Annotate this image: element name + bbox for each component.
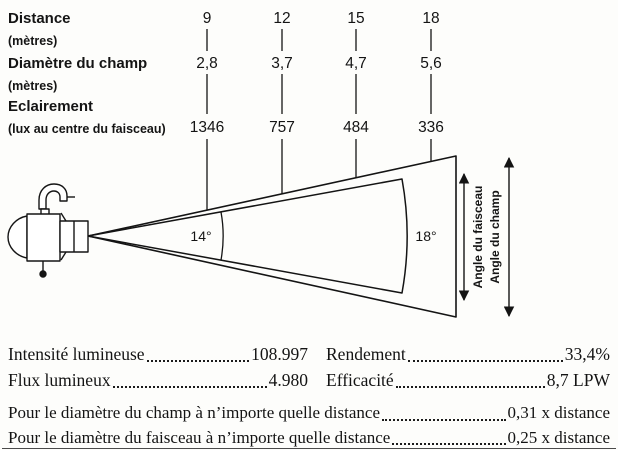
lux-value-1: 1346 [190, 119, 224, 136]
stat-column-left: Intensité lumineuse 108.997 Flux lumineu… [8, 341, 308, 393]
intensity-label: Intensité lumineuse [8, 344, 145, 364]
distance-unit: (mètres) [8, 34, 57, 48]
dot-leader [407, 360, 563, 362]
field-diameter-label: Diamètre du champ [8, 55, 147, 72]
distance-value-3: 15 [347, 10, 364, 27]
dot-leader [381, 418, 506, 421]
intensity-value: 108.997 [251, 344, 308, 364]
distance-label: Distance [8, 10, 71, 27]
photometric-stats: Intensité lumineuse 108.997 Flux lumineu… [8, 341, 610, 450]
dot-leader [395, 386, 545, 388]
formula-beam-diameter: Pour le diamètre du faisceau à n’importe… [8, 426, 610, 450]
formula-field-value: 0,31 x distance [507, 403, 610, 422]
formula-beam-label: Pour le diamètre du faisceau à n’importe… [8, 427, 391, 447]
lux-value-2: 757 [269, 119, 295, 136]
beam-angle-arc [220, 211, 224, 261]
beam-angle-value: 14° [190, 228, 211, 244]
illuminance-unit: (lux au centre du faisceau) [8, 122, 166, 136]
bottom-rule [2, 448, 616, 449]
rendement-value: 33,4% [564, 344, 610, 364]
field-angle-value: 18° [415, 228, 436, 244]
fixture-rear-cap [7, 215, 28, 259]
stat-line-efficacite: Efficacité 8,7 LPW [326, 367, 610, 393]
dot-leader [392, 443, 506, 445]
formula-beam-value: 0,25 x distance [507, 427, 610, 447]
lux-value-3: 484 [343, 119, 369, 136]
connector-lines-top [206, 29, 432, 51]
stat-line-intensity: Intensité lumineuse 108.997 [8, 341, 308, 367]
beam-cone-outline [87, 178, 408, 294]
illuminance-label: Eclairement [8, 98, 93, 115]
formulas: Pour le diamètre du champ à n’importe qu… [8, 401, 610, 450]
diameter-value-4: 5,6 [420, 55, 442, 72]
distance-value-4: 18 [422, 10, 439, 27]
clamp-icon [38, 183, 68, 210]
rendement-label: Rendement [326, 344, 406, 364]
connector-lines-bottom [206, 139, 432, 210]
field-diameter-unit: (mètres) [8, 79, 57, 93]
flux-value: 4.980 [268, 370, 308, 390]
dot-leader [112, 386, 267, 388]
distance-value-1: 9 [203, 10, 212, 27]
diameter-value-1: 2,8 [196, 55, 218, 72]
flux-label: Flux lumineux [8, 370, 111, 390]
efficacite-value: 8,7 LPW [546, 370, 610, 390]
field-angle-axis-label: Angle du champ [488, 190, 502, 283]
dot-leader [146, 360, 250, 362]
field-cone-outline [87, 155, 457, 318]
stat-grid: Intensité lumineuse 108.997 Flux lumineu… [8, 341, 610, 393]
distance-value-2: 12 [273, 10, 290, 27]
stat-column-right: Rendement 33,4% Efficacité 8,7 LPW [326, 341, 610, 393]
formula-field-label: Pour le diamètre du champ à n’importe qu… [8, 403, 380, 422]
beam-diagram: Distance (mètres) Diamètre du champ (mèt… [7, 10, 515, 318]
stat-line-rendement: Rendement 33,4% [326, 341, 610, 367]
diameter-value-2: 3,7 [271, 55, 293, 72]
efficacite-label: Efficacité [326, 370, 394, 390]
connector-lines-middle [206, 74, 432, 114]
spotlight-fixture-icon [7, 183, 89, 278]
stat-line-flux: Flux lumineux 4.980 [8, 367, 308, 393]
formula-field-diameter: Pour le diamètre du champ à n’importe qu… [8, 401, 610, 426]
fixture-body [26, 213, 61, 262]
diameter-value-3: 4,7 [345, 55, 367, 72]
beam-angle-axis-label: Angle du faisceau [471, 186, 485, 289]
lux-value-4: 336 [418, 119, 444, 136]
